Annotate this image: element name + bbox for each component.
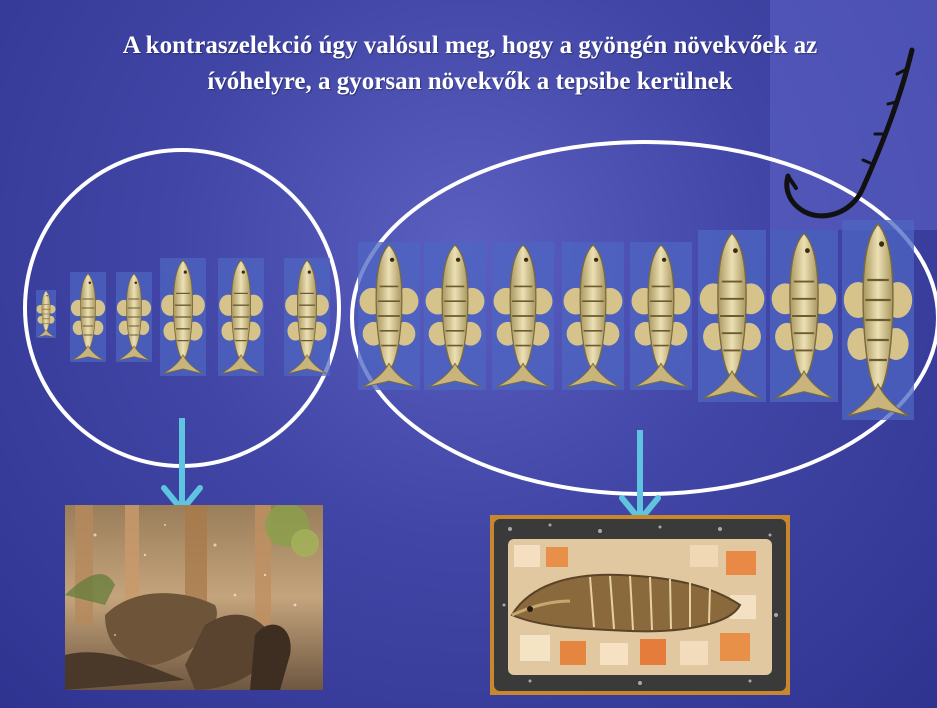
down-arrow-icon (622, 430, 658, 520)
spawning-site-photo (65, 505, 323, 690)
baking-tray-photo (490, 515, 790, 695)
fast-growing-group (352, 142, 937, 494)
